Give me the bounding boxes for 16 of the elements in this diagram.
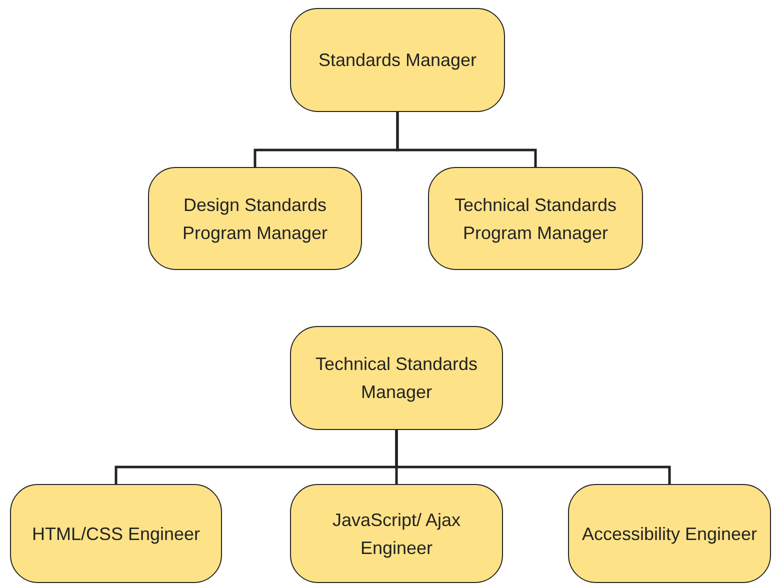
connector-line bbox=[395, 430, 671, 484]
role-box bbox=[148, 167, 362, 270]
role-box bbox=[290, 484, 503, 583]
connector-line bbox=[396, 112, 537, 167]
role-box bbox=[568, 484, 771, 583]
role-box bbox=[10, 484, 222, 583]
role-title: Accessibility Engineer bbox=[580, 522, 758, 546]
role-title: Standards Manager bbox=[317, 49, 478, 72]
role-box bbox=[290, 326, 503, 430]
role-box bbox=[428, 167, 643, 270]
role-title: Design Standards Program Manager bbox=[181, 194, 329, 245]
role-title: Technical Standards Manager bbox=[314, 353, 479, 404]
role-title: JavaScript/ Ajax Engineer bbox=[331, 508, 462, 560]
role-box bbox=[290, 8, 505, 112]
role-title: Technical Standards Program Manager bbox=[453, 194, 618, 245]
role-title: HTML/CSS Engineer bbox=[30, 522, 202, 546]
